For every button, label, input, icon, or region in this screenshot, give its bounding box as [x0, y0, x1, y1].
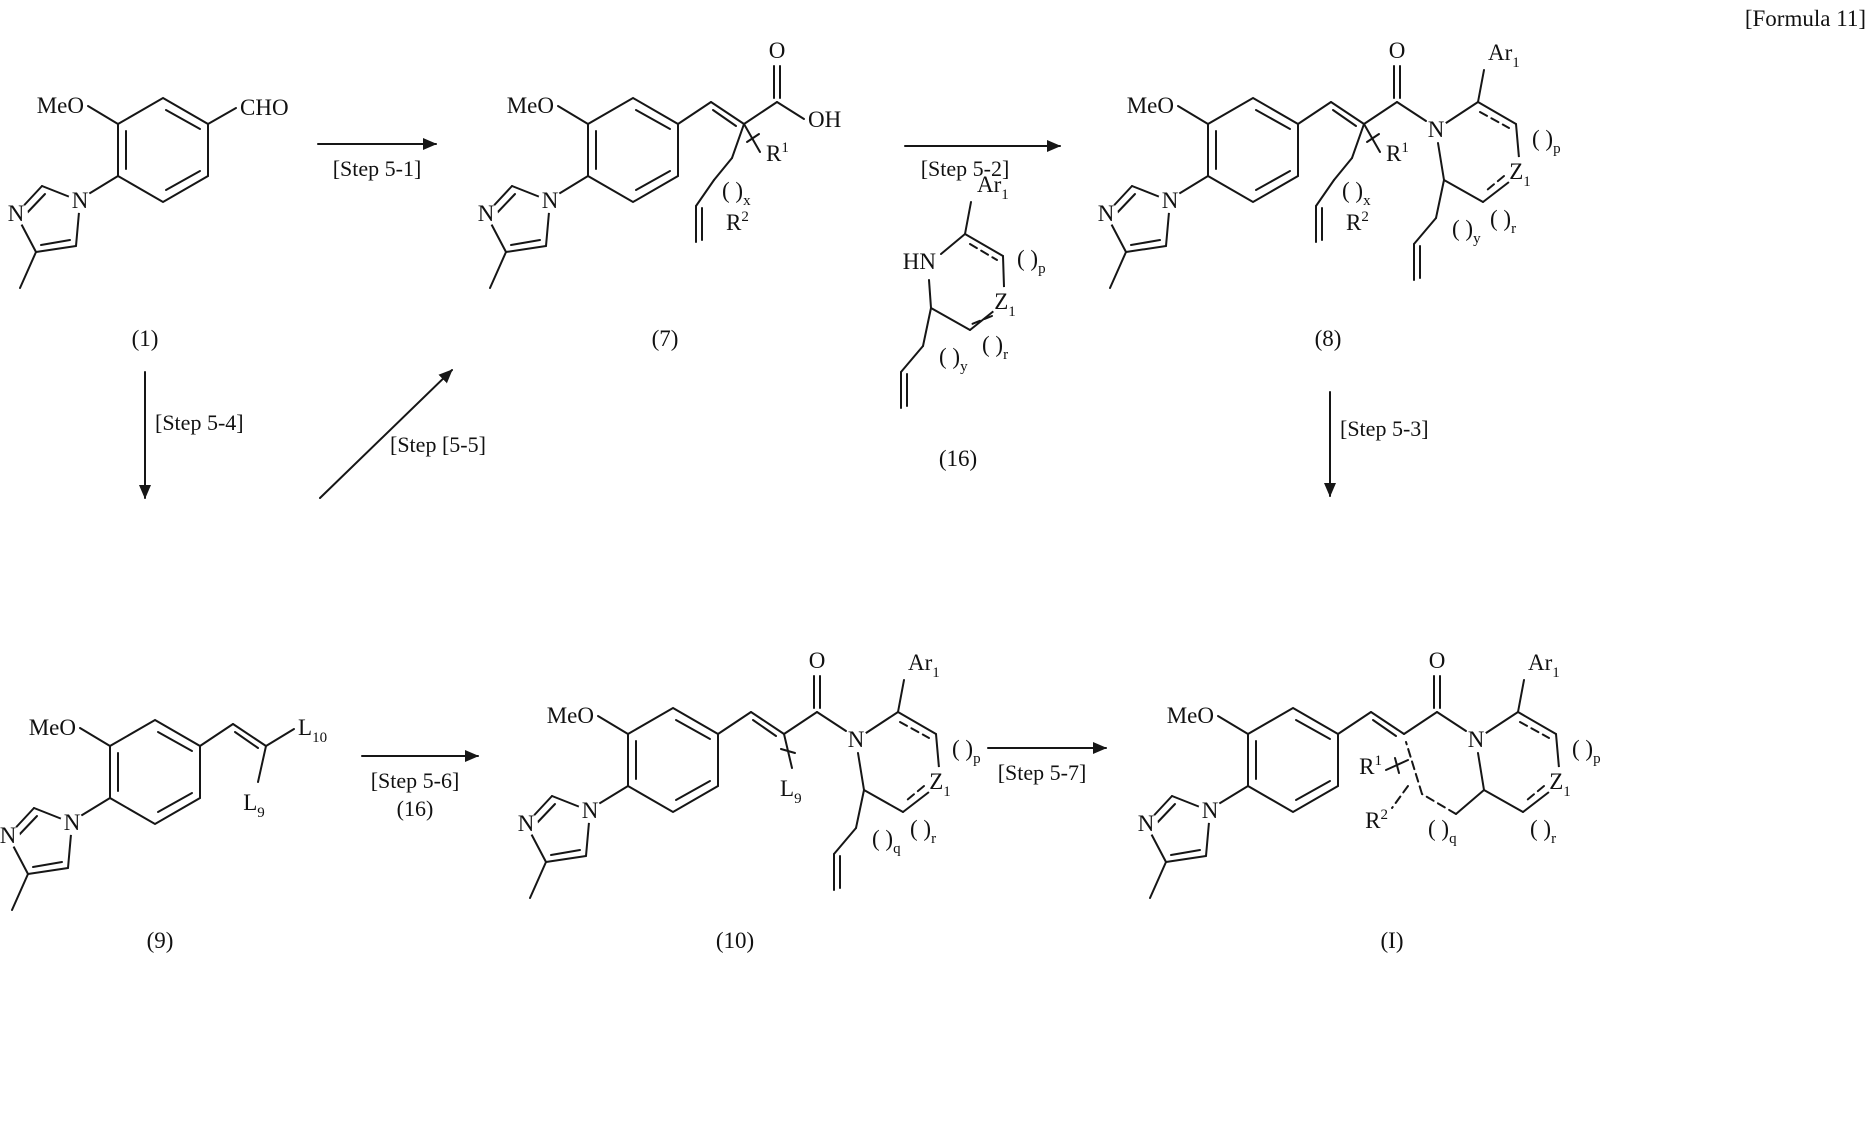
l10-label: L10: [298, 715, 327, 746]
l9-label: L9: [243, 790, 265, 821]
chain-y-label: ( )y: [1452, 216, 1481, 247]
step-5-2-label: [Step 5-2]: [921, 156, 1010, 181]
z1-label: Z1: [1549, 769, 1571, 800]
compound-8-structure: MeO N N O N Ar1 ( )p Z1 ( )r ( )y R1 ( )…: [1094, 38, 1561, 351]
step-5-5-arrow: [319, 369, 453, 499]
methoxy-label: MeO: [507, 93, 554, 118]
compound-7-bonds: [485, 65, 805, 289]
ring-r-label: ( )r: [1490, 206, 1516, 237]
compound-9-bonds: [7, 718, 295, 911]
hydroxyl-label: OH: [808, 107, 841, 132]
r2-label: R2: [726, 209, 749, 235]
amide-n-label: N: [848, 727, 865, 752]
step-5-7-label: [Step 5-7]: [998, 760, 1087, 785]
carbonyl-o-label: O: [769, 38, 786, 63]
compound-1-number: (1): [132, 326, 159, 351]
methoxy-label: MeO: [1167, 703, 1214, 728]
imidazole-n3-label: N: [478, 201, 495, 226]
compound-I-bonds: [1145, 675, 1560, 899]
compound-7-structure: MeO N N O OH R1 ( )x R2 (7): [474, 38, 841, 351]
step-5-1-label: [Step 5-1]: [333, 156, 422, 181]
imidazole-n3-label: N: [8, 201, 25, 226]
r1-label: R1: [1386, 140, 1409, 166]
ring-p-label: ( )p: [1532, 126, 1561, 157]
reagent-16-structure: HN Ar1 ( )p Z1 ( )r ( )y (16): [900, 172, 1046, 471]
chain-q-label: ( )q: [1428, 816, 1457, 847]
chain-y-label: ( )y: [939, 344, 968, 375]
imidazole-n1-label: N: [64, 810, 81, 835]
compound-8-number: (8): [1315, 326, 1342, 351]
methoxy-label: MeO: [1127, 93, 1174, 118]
compound-8-bonds: [1105, 65, 1520, 289]
step-5-4-label: [Step 5-4]: [155, 410, 244, 435]
imidazole-n3-label: N: [1138, 811, 1155, 836]
r2-label: R2: [1346, 209, 1369, 235]
imidazole-n3-label: N: [0, 823, 17, 848]
l9-label: L9: [780, 776, 802, 807]
ring-p-label: ( )p: [952, 736, 981, 767]
z1-label: Z1: [994, 289, 1016, 320]
imidazole-n1-label: N: [542, 188, 559, 213]
ring-p-label: ( )p: [1572, 736, 1601, 767]
imidazole-n1-label: N: [72, 188, 89, 213]
aldehyde-label: CHO: [240, 95, 289, 120]
compound-10-number: (10): [716, 928, 754, 953]
ring-p-label: ( )p: [1017, 246, 1046, 277]
ar1-label: Ar1: [1488, 40, 1520, 71]
r1-label: R1: [766, 140, 789, 166]
z1-label: Z1: [929, 769, 951, 800]
methoxy-label: MeO: [37, 93, 84, 118]
compound-I-structure: MeO N N O N R1 R2 ( )q Ar1 ( )p Z1 ( )r …: [1134, 648, 1601, 953]
compound-7-number: (7): [652, 326, 679, 351]
ar1-label: Ar1: [977, 172, 1009, 203]
chain-x-label: ( )x: [722, 178, 751, 209]
lactam-n-label: N: [1468, 727, 1485, 752]
imidazole-n1-label: N: [1162, 188, 1179, 213]
step-5-6-reagent-label: (16): [397, 796, 434, 821]
ar1-label: Ar1: [1528, 650, 1560, 681]
step-5-3-label: [Step 5-3]: [1340, 416, 1429, 441]
amine-hn-label: HN: [903, 249, 937, 274]
chain-q-label: ( )q: [872, 826, 901, 857]
imidazole-n3-label: N: [518, 811, 535, 836]
compound-9-structure: MeO N N L10 L9 (9): [0, 715, 327, 953]
step-5-6-label: [Step 5-6]: [371, 768, 460, 793]
imidazole-n1-label: N: [1202, 798, 1219, 823]
ring-r-label: ( )r: [910, 816, 936, 847]
reagent-16-bonds: [900, 201, 1005, 409]
compound-10-bonds: [525, 675, 940, 899]
carbonyl-o-label: O: [1429, 648, 1446, 673]
step-5-5-label: [Step [5-5]: [390, 432, 486, 457]
z1-label: Z1: [1509, 159, 1531, 190]
ar1-label: Ar1: [908, 650, 940, 681]
compound-10-structure: MeO N N O N L9 Ar1 ( )p Z1 ( )r ( )q (10…: [514, 648, 981, 953]
amide-n-label: N: [1428, 117, 1445, 142]
carbonyl-o-label: O: [809, 648, 826, 673]
imidazole-n1-label: N: [582, 798, 599, 823]
imidazole-n3-label: N: [1098, 201, 1115, 226]
methoxy-label: MeO: [547, 703, 594, 728]
methoxy-label: MeO: [29, 715, 76, 740]
compound-9-number: (9): [147, 928, 174, 953]
chain-x-label: ( )x: [1342, 178, 1371, 209]
ring-r-label: ( )r: [1530, 816, 1556, 847]
compound-I-number: (I): [1381, 928, 1404, 953]
compound-1-bonds: [15, 96, 237, 289]
reagent-16-number: (16): [939, 446, 977, 471]
ring-r-label: ( )r: [982, 332, 1008, 363]
formula-label: [Formula 11]: [1745, 6, 1866, 31]
carbonyl-o-label: O: [1389, 38, 1406, 63]
r1-label: R1: [1359, 753, 1382, 779]
compound-1-structure: MeO CHO N N (1): [4, 93, 289, 351]
r2-label: R2: [1365, 807, 1388, 833]
